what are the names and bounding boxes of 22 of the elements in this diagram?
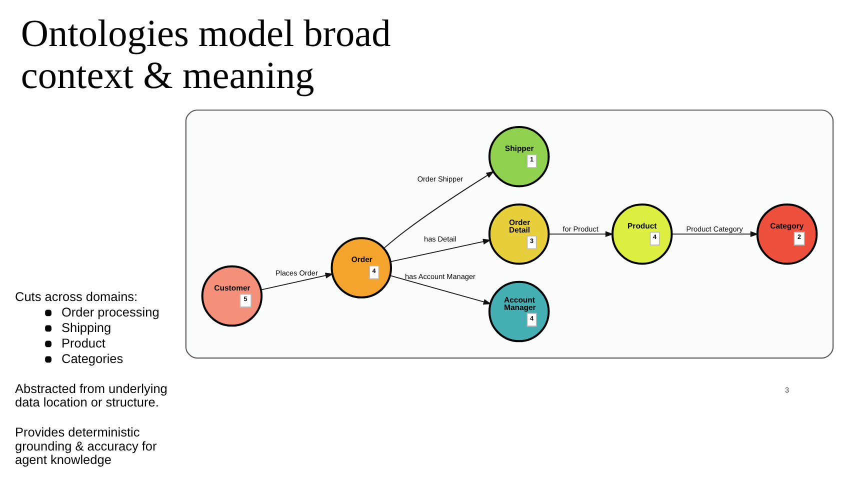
arrow — [390, 275, 492, 305]
arrow — [390, 238, 492, 262]
edge-label: Places Order — [275, 268, 318, 278]
edge-label: Product Category — [686, 224, 743, 234]
arrow — [383, 171, 494, 249]
label: Shipping — [62, 320, 112, 335]
edge-label: for Product — [562, 224, 598, 234]
label: Order processing — [62, 304, 160, 320]
cluster — [185, 110, 834, 359]
label: Abstracted from underlying data location or structure. — [15, 380, 168, 410]
edge-label: Order Shipper — [417, 174, 464, 184]
edge-label: has Account Manager — [405, 272, 476, 282]
edge-label: has Detail — [424, 234, 456, 244]
label: Provides deterministic grounding & accuracy for agent knowledge — [15, 424, 157, 467]
label: Categories — [62, 350, 124, 366]
arrow — [548, 231, 614, 237]
arrow — [260, 272, 334, 290]
label: Product — [62, 335, 106, 350]
label: Cuts across domains: — [15, 288, 138, 304]
diagram-title: Ontologies model broad context & meaning — [20, 12, 391, 97]
arrow — [672, 231, 759, 237]
label: 3 — [785, 386, 790, 395]
